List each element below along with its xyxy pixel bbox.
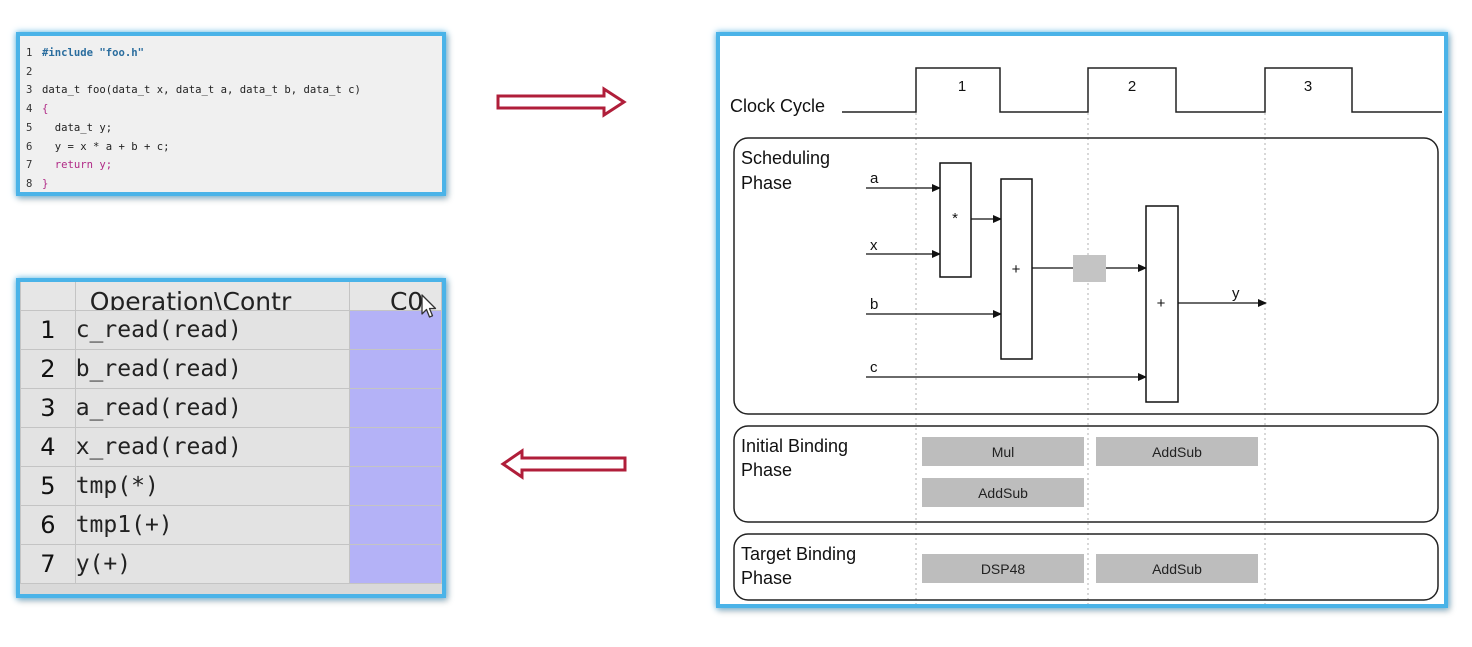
line-number: 7 [26, 159, 33, 172]
initial-binding-label: Phase [741, 460, 792, 480]
line-number: 2 [26, 65, 33, 78]
row-number: 7 [20, 544, 76, 584]
target-binding-phase-box [733, 533, 1439, 601]
table-header-row: Operation\Contr C0 [20, 282, 442, 311]
code-panel: 1 #include "foo.h" 2 3 data_t foo(data_t x… [16, 32, 446, 196]
multiply-symbol: * [952, 210, 958, 227]
arrow-right-icon [496, 86, 627, 118]
binding-block-label: DSP48 [981, 561, 1026, 577]
scheduling-phase-label: Phase [741, 173, 792, 193]
c0-cell[interactable] [349, 544, 442, 584]
input-label-b: b [870, 296, 878, 313]
clock-cycle-label: Clock Cycle [730, 96, 825, 116]
scheduling-phase-label: Scheduling [741, 148, 830, 168]
c0-cell[interactable] [349, 427, 442, 467]
binding-block-mul [922, 437, 1084, 466]
cycle-number-2: 2 [1128, 78, 1136, 95]
scheduling-binding-diagram: Clock Cycle 1 2 3 Scheduling Phase a x b… [716, 32, 1448, 608]
input-label-c: c [870, 359, 878, 376]
line-number: 1 [26, 47, 33, 59]
dataflow-edges [866, 184, 1267, 381]
binding-block-label: AddSub [978, 485, 1028, 501]
operation-cell[interactable]: c_read(read) [74, 310, 351, 350]
add-operator-2 [1145, 205, 1179, 403]
code-line: data_t foo(data_t x, data_t a, data_t b,… [42, 84, 361, 97]
binding-block-addsub [922, 478, 1084, 507]
c0-cell[interactable] [349, 349, 442, 389]
binding-block-addsub [1096, 554, 1258, 583]
target-binding-label: Target Binding [741, 544, 856, 564]
code-line: } [42, 177, 49, 190]
row-number: 2 [20, 349, 76, 389]
operation-cell[interactable]: b_read(read) [74, 349, 351, 389]
row-number: 3 [20, 388, 76, 428]
c0-cell[interactable] [349, 466, 442, 506]
code-line: #include "foo.h" [42, 47, 145, 59]
add-operator-1 [1000, 178, 1033, 360]
binding-block-label: Mul [992, 444, 1015, 460]
code-line: y = x * a + b + c; [42, 140, 170, 153]
column-header-operation[interactable]: Operation\Contr [74, 282, 351, 311]
input-label-a: a [870, 170, 879, 187]
mouse-cursor-icon [421, 294, 437, 318]
binding-block-label: AddSub [1152, 444, 1202, 460]
add-symbol: + [1157, 295, 1166, 312]
target-binding-label: Phase [741, 568, 792, 588]
register-block [1073, 255, 1106, 282]
line-number: 6 [26, 140, 33, 153]
code-line: { [42, 103, 49, 116]
line-number: 5 [26, 121, 33, 134]
initial-binding-phase-box [733, 425, 1439, 523]
binding-block-addsub [1096, 437, 1258, 466]
output-label-y: y [1232, 285, 1240, 302]
row-number: 4 [20, 427, 76, 467]
code-line: data_t y; [42, 121, 113, 134]
initial-binding-label: Initial Binding [741, 436, 848, 456]
clock-waveform [842, 67, 1442, 113]
column-header-c0[interactable]: C0 [349, 282, 442, 311]
line-number: 3 [26, 84, 33, 97]
add-symbol: + [1012, 261, 1021, 278]
row-number: 6 [20, 505, 76, 545]
column-header-label: Operation\Contr [89, 287, 292, 311]
scheduling-phase-box [733, 137, 1439, 415]
operation-cell[interactable]: a_read(read) [74, 388, 351, 428]
cycle-number-3: 3 [1304, 78, 1312, 95]
operation-cell[interactable]: tmp(*) [74, 466, 351, 506]
line-number: 8 [26, 177, 33, 190]
multiply-operator [939, 162, 972, 278]
column-header-label: C0 [389, 287, 424, 311]
code-line: return y; [42, 159, 113, 172]
diagram-canvas: Clock Cycle 1 2 3 Scheduling Phase a x b… [730, 67, 1442, 604]
input-label-x: x [870, 237, 878, 254]
arrow-left-icon [500, 448, 627, 480]
c0-cell[interactable] [349, 505, 442, 545]
operation-cell[interactable]: tmp1(+) [74, 505, 351, 545]
line-number: 4 [26, 103, 33, 116]
operation-cell[interactable]: x_read(read) [74, 427, 351, 467]
code-listing: 1 #include "foo.h" 2 3 data_t foo(data_t x… [26, 44, 361, 194]
c0-cell[interactable] [349, 388, 442, 428]
column-header-num [20, 282, 76, 311]
cycle-number-1: 1 [958, 78, 966, 95]
row-number: 1 [20, 310, 76, 350]
row-number: 5 [20, 466, 76, 506]
binding-block-label: AddSub [1152, 561, 1202, 577]
operation-cell[interactable]: y(+) [74, 544, 351, 584]
binding-block-dsp48 [922, 554, 1084, 583]
